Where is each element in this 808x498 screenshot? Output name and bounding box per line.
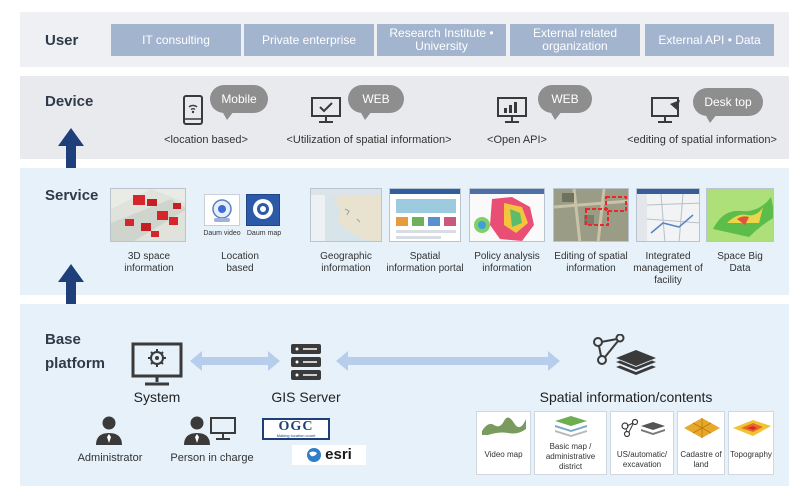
service-caption-location-based: Location based [221,251,259,274]
user-band-title: User [45,32,79,49]
globe-icon [307,448,322,462]
content-video-map: Video map [476,411,531,475]
administrator-icon [96,416,122,445]
device-caption-open-api: <Open API> [487,134,547,146]
monitor-check-icon [311,97,341,123]
user-box-external-api: External API • Data [645,24,774,56]
user-box-it-consulting: IT consulting [111,24,241,56]
service-thumb-bigdata [706,188,774,242]
service-caption-portal: Spatial information portal [386,251,464,274]
gis-server-icon [291,344,321,380]
device-caption-editing: <editing of spatial information> [627,134,777,146]
service-caption-3d-space: 3D space information [124,251,174,274]
content-basic-map-label: Basic map / administrative district [545,442,596,471]
service-caption-geographic: Geographic information [320,251,372,274]
content-topography-label: Topography [730,450,772,459]
content-cadastre: Cadastre of land [677,411,725,475]
spatial-layers-icon [593,334,656,375]
service-caption-bigdata: Space Big Data [717,251,763,274]
service-caption-editing: Editing of spatial information [554,251,628,274]
service-thumb-editing [553,188,629,242]
content-topography: Topography [728,411,774,475]
contents-label: Spatial information/contents [539,389,713,405]
daum-video-icon [204,194,240,226]
double-arrow-icon [190,351,280,371]
daum-map-icon [246,194,280,226]
device-caption-location: <location based> [164,134,248,146]
up-arrow-icon [58,128,84,170]
monitor-chart-icon [497,97,527,123]
service-band-title: Service [45,187,99,204]
device-bubble-web-1: WEB [348,85,404,120]
service-thumb-policy [469,188,545,242]
device-bubble-web-2: WEB [538,85,592,120]
service-thumb-facility [636,188,700,242]
base-band-title: Base platform [45,331,105,372]
person-in-charge-icon [184,416,210,445]
device-caption-utilization: <Utilization of spatial information> [286,134,452,146]
content-video-map-label: Video map [484,450,523,459]
service-caption-facility: Integrated management of facility [633,251,703,286]
up-arrow-icon [58,264,84,306]
administrator-label: Administrator [77,452,143,464]
computer-icon [210,417,236,440]
content-cadastre-label: Cadastre of land [680,450,722,469]
device-band-title: Device [45,93,94,110]
gis-server-label: GIS Server [271,389,341,405]
content-basic-map: Basic map / administrative district [534,411,607,475]
device-band [20,76,789,159]
service-thumb-portal [389,188,461,242]
service-thumb-3d-space [110,188,186,242]
desktop-edit-icon [651,97,680,123]
device-bubble-desktop: Desk top [693,88,763,123]
content-excavation-label: US/automatic/ excavation [616,450,668,469]
user-box-external-organization: External related organization [510,24,640,56]
user-box-research-institute: Research Institute • University [377,24,506,56]
user-box-private-enterprise: Private enterprise [244,24,374,56]
content-excavation: US/automatic/ excavation [610,411,674,475]
system-label: System [133,389,181,405]
service-caption-policy: Policy analysis information [474,251,540,274]
daum-video-label: Daum video [203,230,241,237]
ogc-logo: OGC Making location count [262,418,330,440]
mobile-icon [183,95,203,125]
esri-logo: esri [292,445,366,465]
service-thumb-geographic [310,188,382,242]
person-in-charge-label: Person in charge [170,452,254,464]
double-arrow-icon [336,351,560,371]
device-bubble-mobile: Mobile [210,85,268,120]
daum-map-label: Daum map [246,230,282,237]
system-monitor-icon [131,342,183,386]
